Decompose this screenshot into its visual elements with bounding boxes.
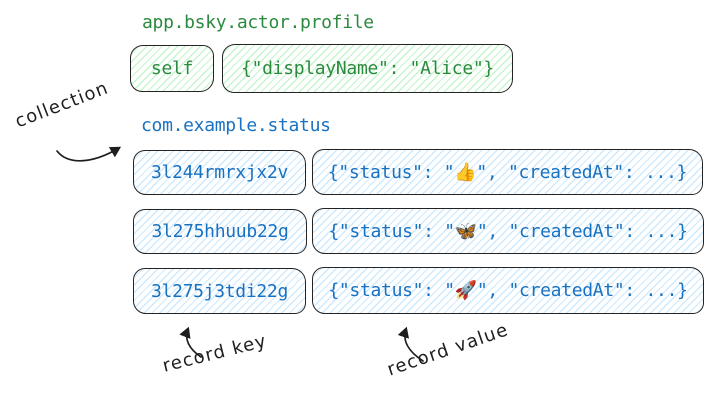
- status-collection-name: com.example.status: [141, 115, 331, 136]
- collection-annotation-label: collection: [12, 77, 112, 133]
- collection-arrow: [56, 146, 122, 162]
- record-value-box: {"status": "👍", "createdAt": ...}: [312, 149, 703, 195]
- record-key: 3l244rmrxjx2v: [151, 162, 288, 183]
- record-value: {"status": "👍", "createdAt": ...}: [327, 161, 688, 183]
- record-key-box: 3l244rmrxjx2v: [133, 150, 306, 195]
- record-key-box: 3l275hhuub22g: [133, 209, 307, 254]
- record-value: {"status": "🚀", "createdAt": ...}: [328, 280, 688, 301]
- record-value-annotation-label: record value: [384, 319, 512, 381]
- record-value-box: {"status": "🚀", "createdAt": ...}: [312, 267, 704, 314]
- profile-record-value: {"displayName": "Alice"}: [241, 58, 494, 79]
- record-key-box: 3l275j3tdi22g: [133, 268, 306, 314]
- record-key: 3l275j3tdi22g: [151, 280, 288, 302]
- profile-record-value-box: {"displayName": "Alice"}: [222, 44, 513, 93]
- profile-collection-name: app.bsky.actor.profile: [142, 12, 374, 33]
- record-key-annotation-label: record key: [160, 330, 270, 377]
- profile-record-key-box: self: [130, 45, 214, 92]
- profile-record-key: self: [150, 58, 194, 79]
- record-key: 3l275hhuub22g: [151, 221, 289, 242]
- record-value-box: {"status": "🦋", "createdAt": ...}: [312, 208, 704, 254]
- record-value: {"status": "🦋", "createdAt": ...}: [328, 220, 688, 242]
